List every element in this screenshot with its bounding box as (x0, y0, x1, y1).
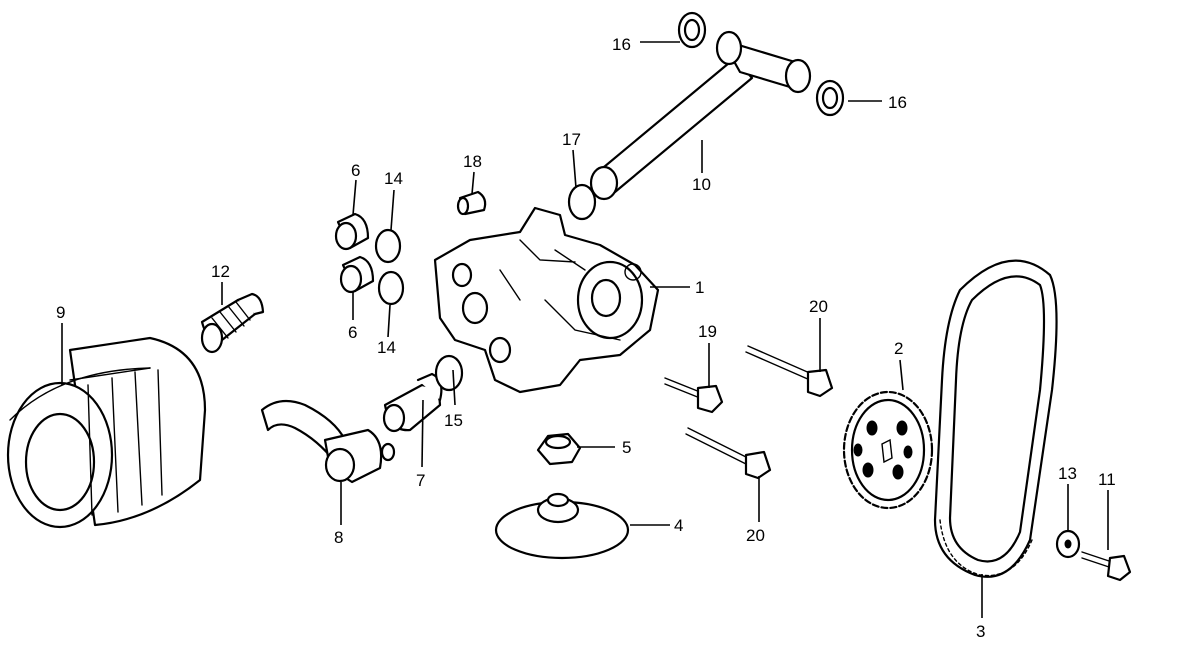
leader-lines (61, 41, 1109, 618)
o-ring-14-lower (377, 270, 405, 306)
oil-filter-fitting (200, 292, 265, 354)
callout-14-lower: 14 (377, 338, 396, 357)
callout-20-lower: 20 (746, 526, 765, 545)
callout-1: 1 (695, 278, 704, 297)
callout-6-upper: 6 (351, 161, 360, 180)
bolt-19 (664, 377, 724, 414)
seal-ring-16-lower (815, 79, 845, 117)
callout-16-lower: 16 (888, 93, 907, 112)
bolt-20-upper (745, 345, 834, 398)
callout-9: 9 (56, 303, 65, 322)
o-ring-17 (567, 183, 597, 221)
callout-6-lower: 6 (348, 323, 357, 342)
callout-5: 5 (622, 438, 631, 457)
washer-13 (1055, 529, 1081, 559)
callout-2: 2 (894, 339, 903, 358)
strainer-pipe (589, 30, 812, 201)
callout-20-upper: 20 (809, 297, 828, 316)
callout-17: 17 (562, 130, 581, 149)
callout-16-upper: 16 (612, 35, 631, 54)
callout-4: 4 (674, 516, 683, 535)
o-ring-15 (434, 354, 464, 392)
pump-sprocket (842, 390, 934, 510)
callout-12: 12 (211, 262, 230, 281)
oil-pipe (260, 399, 396, 484)
callout-14-upper: 14 (384, 169, 403, 188)
plate-washer (494, 492, 630, 560)
dowel-pin (456, 190, 487, 216)
nut (536, 432, 582, 466)
callout-3: 3 (976, 622, 985, 641)
seal-ring-16-upper (677, 11, 707, 49)
bolt-20-lower (685, 427, 772, 480)
oil-pump-body (433, 206, 660, 394)
collar-6-lower (339, 255, 375, 294)
callout-13: 13 (1058, 464, 1077, 483)
callout-8: 8 (334, 528, 343, 547)
callout-11: 11 (1098, 470, 1116, 489)
bolt-11 (1081, 551, 1132, 582)
callout-18: 18 (463, 152, 482, 171)
drive-chain (933, 259, 1058, 578)
collar-6-upper (334, 212, 370, 251)
callout-15: 15 (444, 411, 463, 430)
o-ring-14-upper (374, 228, 402, 264)
relief-valve (382, 372, 443, 433)
callout-19: 19 (698, 322, 717, 341)
callout-10: 10 (692, 175, 711, 194)
oil-filter (6, 336, 207, 529)
callout-7: 7 (416, 471, 425, 490)
